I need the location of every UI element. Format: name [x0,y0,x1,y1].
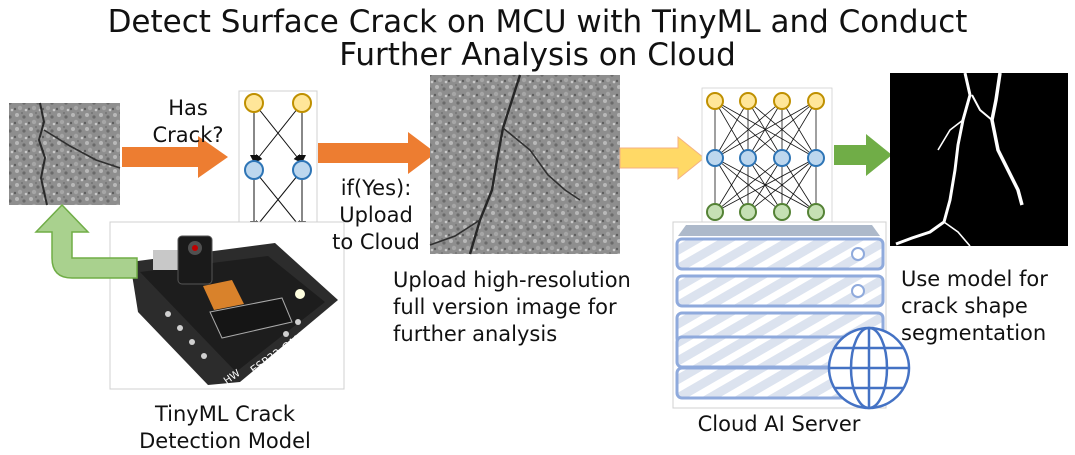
tinyml-model-label: TinyML Crack Detection Model [139,402,311,453]
orange-arrow-1 [122,136,228,178]
large-neural-network [701,87,833,225]
diagram-title: Detect Surface Crack on MCU with TinyML … [107,4,968,73]
crack-photo-small [9,102,121,206]
cloud-server-label: Cloud AI Server [697,412,861,436]
crack-photo-large [429,74,620,255]
upload-description: Upload high-resolution full version imag… [393,268,631,346]
yellow-arrow [619,135,705,181]
segmentation-description: Use model for crack shape segmentation [901,267,1048,345]
orange-arrow-2 [318,132,436,174]
light-green-arrow [34,203,138,279]
upload-condition-label: if(Yes): Upload to Cloud [332,176,420,254]
cloud-server-icon [672,221,887,409]
esp32-cam-board [109,221,345,390]
globe-icon [827,326,911,410]
segmentation-mask [890,72,1068,247]
has-crack-label: Has Crack? [152,96,224,147]
green-arrow [834,134,892,176]
